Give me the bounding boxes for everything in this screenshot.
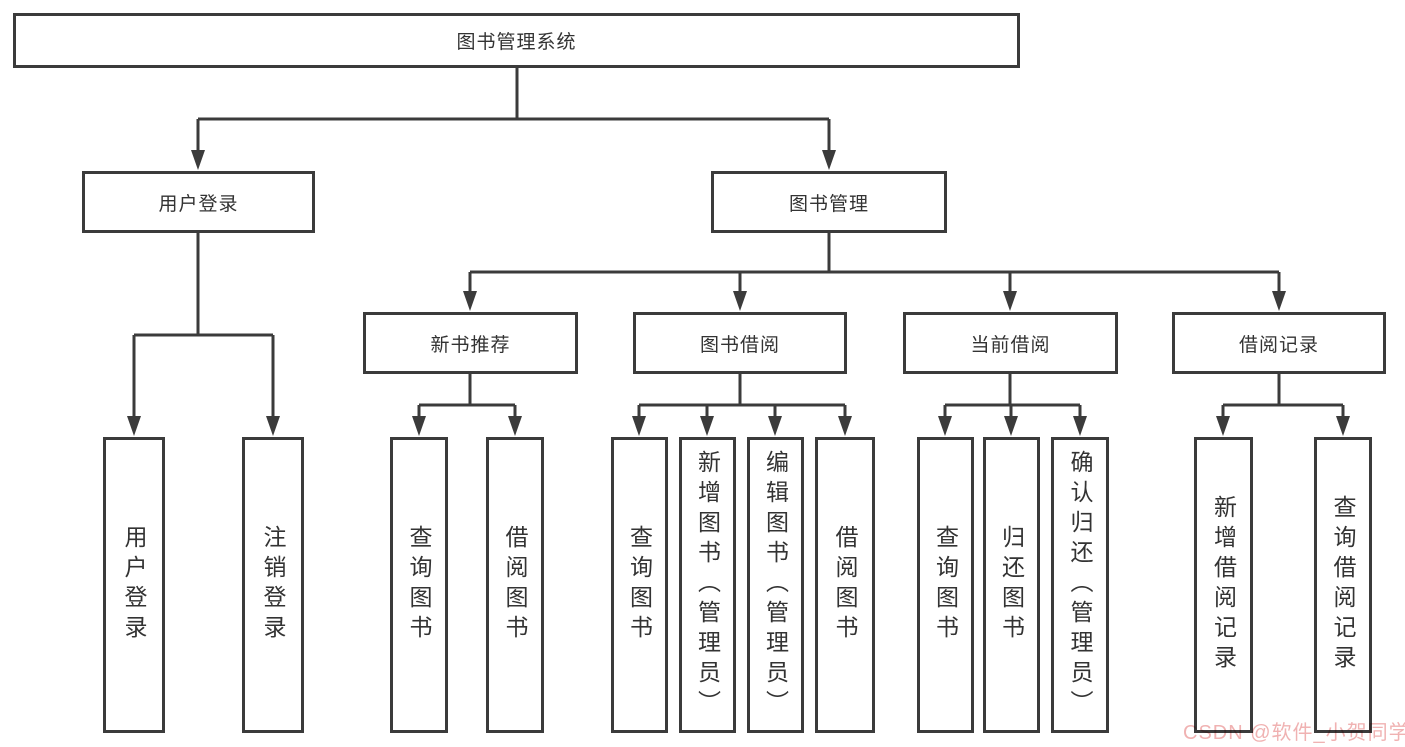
node-new-book-recommend: 新书推荐: [363, 312, 578, 374]
node-user-login: 用户登录: [82, 171, 315, 233]
leaf-borrow-borrow-book: 借阅图书: [815, 437, 875, 733]
leaf-logout-login: 注销登录: [242, 437, 304, 733]
arrowhead-icon: [733, 291, 747, 311]
arrowhead-icon: [191, 150, 205, 170]
leaf-borrow-edit-book: 编辑图书（管理员）: [747, 437, 804, 733]
arrowhead-icon: [463, 291, 477, 311]
node-root: 图书管理系统: [13, 13, 1020, 68]
arrowhead-icon: [1336, 416, 1350, 436]
leaf-recommend-borrow-book: 借阅图书: [486, 437, 544, 733]
arrowhead-icon: [1216, 416, 1230, 436]
arrowhead-icon: [822, 150, 836, 170]
leaf-current-return-book: 归还图书: [983, 437, 1040, 733]
node-borrow-record-label: 借阅记录: [1238, 334, 1319, 356]
arrowhead-icon: [768, 416, 782, 436]
leaf-record-query-label: 查询借阅记录: [1330, 495, 1356, 675]
node-new-book-recommend-label: 新书推荐: [430, 334, 511, 356]
arrowhead-icon: [1004, 416, 1018, 436]
arrowhead-icon: [1003, 291, 1017, 311]
node-current-borrow-label: 当前借阅: [970, 334, 1051, 356]
node-borrow-record: 借阅记录: [1172, 312, 1386, 374]
leaf-current-return-book-label: 归还图书: [998, 525, 1025, 645]
node-book-management: 图书管理: [711, 171, 947, 233]
arrowhead-icon: [632, 416, 646, 436]
node-book-borrow-label: 图书借阅: [699, 334, 780, 356]
arrowhead-icon: [938, 416, 952, 436]
leaf-borrow-add-book-label: 新增图书（管理员）: [694, 450, 721, 720]
arrowhead-icon: [700, 416, 714, 436]
tree-edges: [132, 68, 1345, 420]
node-current-borrow: 当前借阅: [903, 312, 1118, 374]
node-user-login-label: 用户登录: [158, 193, 239, 215]
leaf-borrow-query-book: 查询图书: [611, 437, 668, 733]
leaf-current-confirm-return-label: 确认归还（管理员）: [1067, 450, 1093, 720]
csdn-watermark: CSDN @软件_小贺同学: [1183, 722, 1405, 744]
arrowhead-icon: [266, 416, 280, 436]
node-book-borrow: 图书借阅: [633, 312, 847, 374]
node-root-label: 图书管理系统: [456, 32, 577, 53]
leaf-logout-login-label: 注销登录: [260, 525, 286, 645]
leaf-current-confirm-return: 确认归还（管理员）: [1051, 437, 1109, 733]
arrowhead-icon: [127, 416, 141, 436]
arrowhead-icon: [1073, 416, 1087, 436]
arrowhead-icon: [508, 416, 522, 436]
arrowhead-icon: [1272, 291, 1286, 311]
leaf-recommend-borrow-book-label: 借阅图书: [502, 525, 528, 645]
leaf-record-query: 查询借阅记录: [1314, 437, 1372, 733]
leaf-user-login-label: 用户登录: [121, 525, 147, 645]
leaf-borrow-query-book-label: 查询图书: [626, 525, 653, 645]
leaf-record-add-label: 新增借阅记录: [1210, 495, 1237, 675]
leaf-borrow-add-book: 新增图书（管理员）: [679, 437, 736, 733]
arrowhead-icon: [838, 416, 852, 436]
leaf-borrow-edit-book-label: 编辑图书（管理员）: [762, 450, 789, 720]
leaf-borrow-borrow-book-label: 借阅图书: [832, 525, 858, 645]
node-book-management-label: 图书管理: [788, 193, 869, 215]
leaf-recommend-query-book-label: 查询图书: [406, 525, 432, 645]
arrowhead-icon: [412, 416, 426, 436]
leaf-recommend-query-book: 查询图书: [390, 437, 448, 733]
leaf-current-query-book: 查询图书: [917, 437, 974, 733]
leaf-record-add: 新增借阅记录: [1194, 437, 1253, 733]
leaf-user-login: 用户登录: [103, 437, 165, 733]
leaf-current-query-book-label: 查询图书: [932, 525, 959, 645]
